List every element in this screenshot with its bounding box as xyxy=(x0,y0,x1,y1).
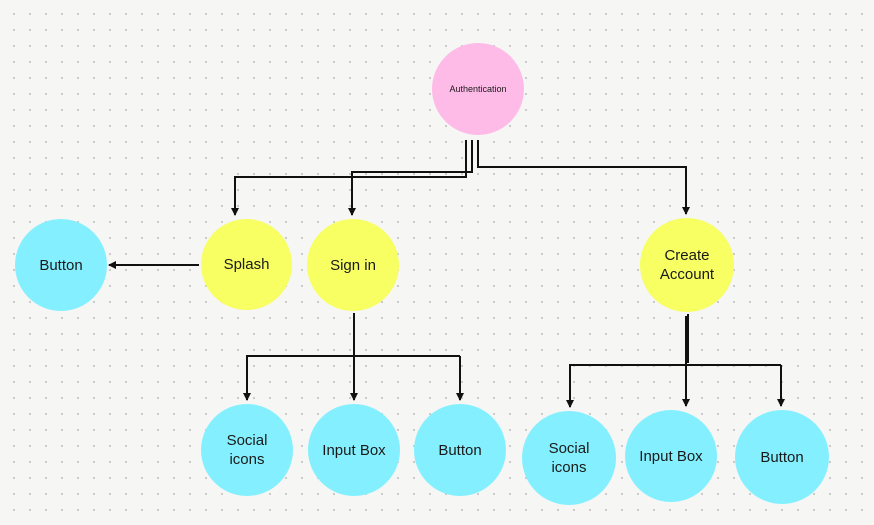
create-account-label-line2: Account xyxy=(659,266,715,283)
connector-signin-social xyxy=(243,355,460,401)
sign-in-social-label-line1: Social xyxy=(226,432,268,449)
sign-in-input-label: Input Box xyxy=(322,441,386,459)
connector-auth-splash xyxy=(231,140,467,216)
sign-in-button-label: Button xyxy=(438,441,482,459)
create-button-label: Button xyxy=(760,448,804,466)
create-social-label-line1: Social xyxy=(548,440,590,457)
create-account-node[interactable]: Create Account xyxy=(640,218,734,312)
create-account-label-line1: Create xyxy=(664,247,710,264)
connector-auth-signin xyxy=(348,140,473,216)
create-account-input-box-node[interactable]: Input Box xyxy=(625,410,717,502)
sign-in-input-box-node[interactable]: Input Box xyxy=(308,404,400,496)
splash-button-node[interactable]: Button xyxy=(15,219,107,311)
create-social-label-line2: icons xyxy=(551,459,587,476)
create-account-button-node[interactable]: Button xyxy=(735,410,829,504)
sign-in-node[interactable]: Sign in xyxy=(307,219,399,311)
sign-in-label: Sign in xyxy=(330,256,376,274)
splash-button-label: Button xyxy=(39,256,83,274)
sign-in-social-icons-node[interactable]: Social icons xyxy=(201,404,293,496)
connector-auth-create xyxy=(477,140,690,215)
create-input-label: Input Box xyxy=(639,447,703,465)
splash-label: Splash xyxy=(223,256,270,273)
splash-node[interactable]: Splash xyxy=(201,219,292,310)
create-account-social-icons-node[interactable]: Social icons xyxy=(522,411,616,505)
authentication-node[interactable]: Authentication xyxy=(432,43,524,135)
sign-in-button-node[interactable]: Button xyxy=(414,404,506,496)
connector-create-social xyxy=(566,364,781,408)
sign-in-social-label-line2: icons xyxy=(229,451,265,468)
authentication-label: Authentication xyxy=(449,84,507,94)
